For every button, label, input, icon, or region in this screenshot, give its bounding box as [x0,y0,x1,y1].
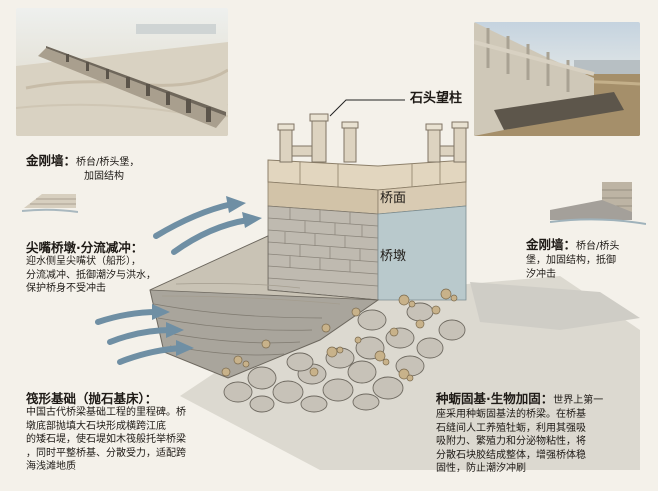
abutment-left-body-2: 加固结构 [84,171,124,182]
abutment-right-line: 汐冲击 [526,268,556,280]
abutment-right-sketch [550,182,646,225]
deck-label: 桥面 [380,191,407,206]
oyster-annotation: 种蛎固基·生物加固：世界上第一 座采用种蛎固基法的桥梁。在桥基 石缝间人工养殖牡… [436,392,648,476]
raft-line: ，同时平整桥基、分散受力，适配跨 [26,447,186,459]
oyster-line: 座采用种蛎固基法的桥梁。在桥基 [436,409,586,420]
bridge-overview-illustration [16,8,228,136]
abutment-left-body-1: 桥台/桥头堡， [76,157,140,168]
oyster-first: 世界上第一 [553,395,604,406]
raft-line: 墩底部抛填大石块形成横跨江底 [26,420,166,432]
raft-title: 筏形基础（抛石基床）： [26,391,158,406]
raft-foundation-annotation: 筏形基础（抛石基床）： 中国古代桥梁基础工程的里程碑。桥 墩底部抛填大石块形成横… [26,392,246,474]
abutment-right-line: 堡，加固结构，抵御 [526,255,616,266]
cutwater-line: 保护桥身不受冲击 [26,283,106,294]
abutment-right-title: 金刚墙： [526,237,577,252]
pillar-label: 石头望柱 [410,91,463,106]
abutment-left-sketch [22,194,78,213]
oyster-line: 分散石块胶结成整体，增强桥体稳 [436,449,586,461]
cutwater-annotation: 尖嘴桥墩·分流减冲： 迎水侧呈尖嘴状（船形）， 分流减冲、抵御潮汐与洪水， 保护… [26,241,216,296]
abutment-right-annotation: 金刚墙：桥台/桥头 堡，加固结构，抵御 汐冲击 [526,238,654,281]
abutment-left-annotation: 金刚墙：桥台/桥头堡， 加固结构 [26,154,186,184]
oyster-line: 石缝间人工养殖牡蛎，利用其强吸 [436,422,586,434]
cutwater-line: 迎水侧呈尖嘴状（船形）， [26,256,141,267]
pier-label: 桥墩 [380,249,407,264]
raft-line: 中国古代桥梁基础工程的里程碑。桥 [26,407,186,418]
cutwater-line: 分流减冲、抵御潮汐与洪水， [26,269,156,281]
abutment-left-title: 金刚墙： [26,153,77,168]
raft-line: 海浅滩地质 [26,461,76,472]
oyster-line: 吸附力、繁殖力和分泌物粘性，将 [436,436,586,447]
oyster-line: 固性，防止潮汐冲刷 [436,463,526,474]
abutment-right-body-1: 桥台/桥头 [576,241,620,252]
raft-line: 的矮石堤，使石堤如木筏般托举桥梁 [26,434,186,445]
oyster-title: 种蛎固基·生物加固： [436,391,554,406]
cutwater-title: 尖嘴桥墩·分流减冲： [26,240,144,255]
bridge-photo [474,22,640,136]
